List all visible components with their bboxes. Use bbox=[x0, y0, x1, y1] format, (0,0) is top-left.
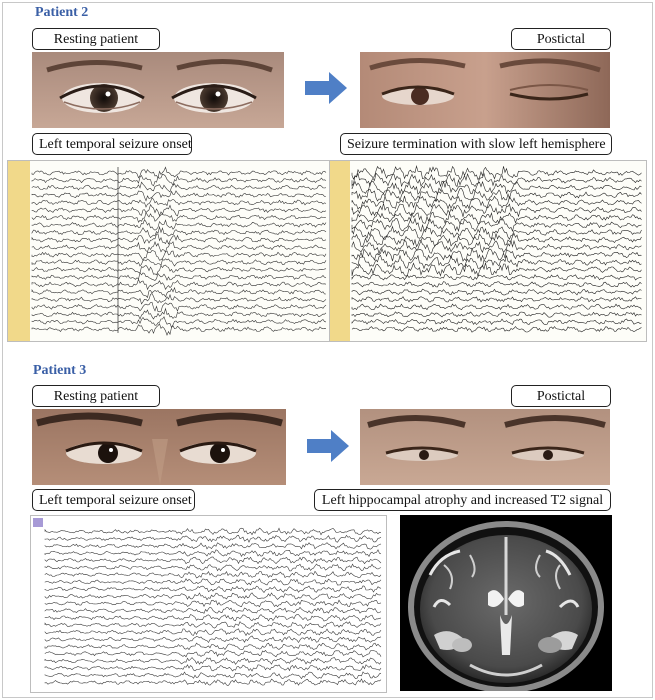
eeg-trace bbox=[44, 556, 382, 565]
eeg-trace bbox=[31, 316, 327, 329]
eeg-trace bbox=[31, 250, 327, 262]
eeg-trace bbox=[31, 233, 327, 245]
eeg-trace bbox=[44, 614, 382, 622]
eeg-trace bbox=[44, 621, 382, 629]
eeg-trace bbox=[351, 326, 642, 333]
eeg-trace bbox=[351, 165, 642, 181]
eeg-trace bbox=[44, 671, 382, 680]
p3-resting-label: Resting patient bbox=[32, 385, 160, 407]
p2-resting-label: Resting patient bbox=[32, 28, 160, 50]
eeg-trace bbox=[351, 232, 642, 248]
eeg-trace bbox=[44, 606, 382, 614]
eeg-trace bbox=[31, 219, 327, 231]
eeg-trace bbox=[31, 258, 327, 267]
eeg-trace bbox=[31, 197, 327, 208]
eeg-trace bbox=[44, 585, 382, 593]
eeg-trace bbox=[31, 181, 327, 193]
eeg-trace bbox=[351, 318, 642, 326]
eeg-trace bbox=[351, 281, 642, 288]
eeg-trace bbox=[31, 323, 327, 336]
eeg-trace bbox=[31, 203, 327, 217]
eeg-trace bbox=[44, 657, 382, 665]
eeg-trace bbox=[44, 578, 382, 586]
eeg-trace bbox=[351, 239, 642, 255]
p3-postictal-eyes-photo bbox=[360, 409, 610, 485]
eeg-trace bbox=[351, 273, 642, 281]
p3-eeg-onset bbox=[30, 515, 387, 693]
eeg-trace bbox=[351, 225, 642, 240]
eeg-trace bbox=[44, 650, 382, 658]
eeg-trace bbox=[31, 307, 327, 320]
eeg-trace bbox=[31, 286, 326, 299]
p3-right-arrow-icon bbox=[307, 430, 349, 467]
p3-coronal-t2-mri bbox=[400, 515, 612, 691]
p2-eeg-onset bbox=[7, 160, 331, 342]
eeg-trace bbox=[44, 678, 382, 686]
eeg-trace bbox=[31, 278, 327, 291]
eeg-trace bbox=[351, 194, 642, 210]
p2-postictal-label: Postictal bbox=[511, 28, 611, 50]
eeg-trace bbox=[31, 190, 326, 202]
eeg-trace bbox=[44, 599, 382, 608]
p2-eeg-termination bbox=[329, 160, 647, 342]
eeg-trace bbox=[31, 293, 327, 305]
p2-postictal-eyes-photo bbox=[360, 52, 610, 128]
patient-2-title: Patient 2 bbox=[35, 5, 89, 20]
eeg-trace bbox=[351, 172, 642, 188]
eeg-trace bbox=[44, 628, 382, 637]
eeg-trace bbox=[44, 527, 382, 536]
eeg-trace bbox=[31, 264, 327, 276]
eeg-trace bbox=[31, 301, 327, 313]
eeg-trace bbox=[44, 642, 382, 651]
eeg-trace bbox=[351, 247, 642, 263]
p3-resting-eyes-photo bbox=[32, 409, 286, 485]
eeg-trace bbox=[351, 303, 642, 311]
eeg-trace bbox=[31, 225, 327, 239]
p2-right-arrow-icon bbox=[305, 72, 347, 109]
p2-termination-label: Seizure termination with slow left hemis… bbox=[340, 133, 612, 155]
p2-onset-label: Left temporal seizure onset bbox=[32, 133, 192, 155]
p2-resting-eyes-photo bbox=[32, 52, 284, 128]
eeg-trace bbox=[31, 240, 327, 253]
eeg-trace bbox=[44, 549, 382, 558]
p3-postictal-label: Postictal bbox=[511, 385, 611, 407]
eeg-trace bbox=[31, 211, 327, 223]
eeg-trace bbox=[31, 166, 327, 179]
p3-onset-label: Left temporal seizure onset bbox=[32, 489, 195, 511]
eeg-trace bbox=[351, 311, 642, 318]
eeg-trace bbox=[31, 271, 327, 281]
eeg-trace bbox=[351, 262, 642, 278]
eeg-trace bbox=[31, 173, 327, 187]
p3-mri-label: Left hippocampal atrophy and increased T… bbox=[314, 489, 611, 511]
eeg-trace bbox=[351, 296, 642, 303]
eeg-trace bbox=[44, 534, 382, 543]
eeg-trace bbox=[351, 217, 642, 233]
eeg-trace bbox=[44, 635, 382, 644]
eeg-trace bbox=[351, 180, 642, 196]
eeg-trace bbox=[351, 254, 642, 270]
eeg-trace bbox=[44, 664, 382, 672]
eeg-trace bbox=[44, 592, 382, 601]
eeg-trace bbox=[44, 570, 382, 579]
eeg-trace bbox=[44, 563, 382, 572]
eeg-trace bbox=[351, 188, 642, 202]
eeg-trace bbox=[351, 288, 642, 296]
eeg-trace bbox=[351, 211, 642, 225]
patient-3-title: Patient 3 bbox=[33, 363, 87, 378]
eeg-trace bbox=[351, 203, 642, 218]
eeg-trace bbox=[44, 542, 382, 550]
